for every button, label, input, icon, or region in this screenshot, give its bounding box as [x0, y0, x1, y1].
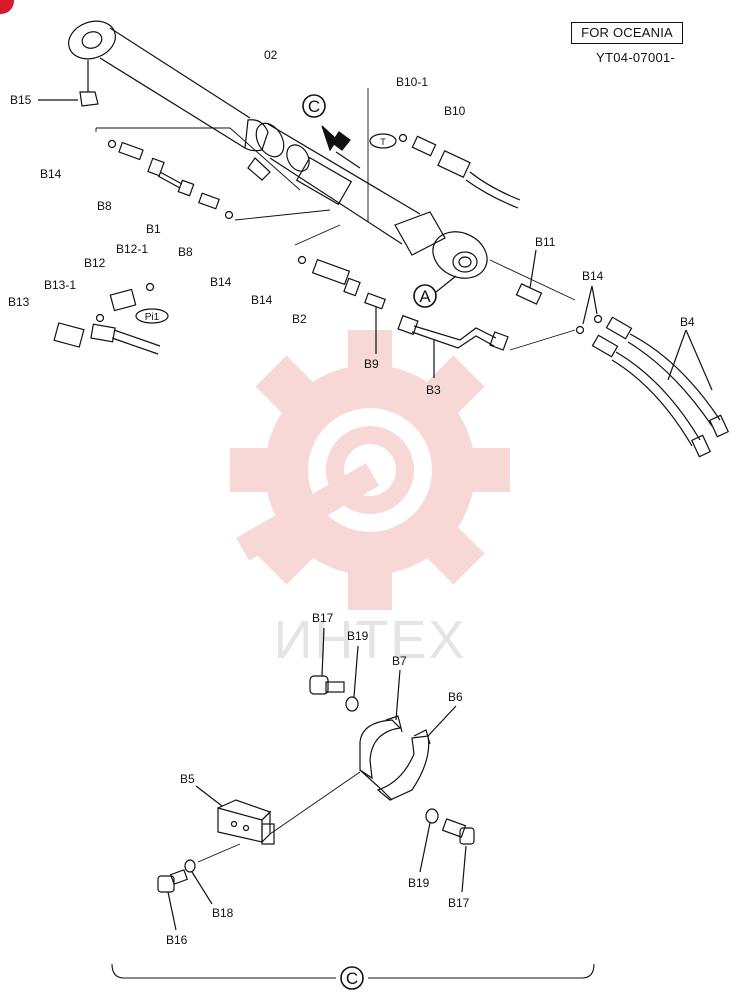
label-b14-a: B14: [40, 167, 62, 181]
fitting-b13: [53, 322, 85, 348]
label-b7: B7: [392, 654, 407, 668]
label-b5: B5: [180, 772, 195, 786]
hose-b4: [591, 316, 730, 458]
fitting-b11: [515, 283, 543, 305]
part-labels: 02 B15 B14 B8 B1 B8 B14 B12 B12-1 B13-1 …: [8, 48, 695, 947]
pipe-b3: [397, 314, 509, 351]
pipe-b1: [147, 157, 195, 197]
label-b17-b: B17: [448, 896, 470, 910]
label-b12: B12: [84, 256, 106, 270]
serial-number: YT04-07001-: [596, 50, 676, 65]
watermark-text: ИНТЕХ: [274, 610, 467, 670]
marker-c-bottom: C: [346, 969, 358, 988]
label-b8-a: B8: [97, 199, 112, 213]
label-b14-d: B14: [251, 293, 273, 307]
marker-a: A: [419, 287, 431, 306]
fitting-b2: [311, 258, 361, 297]
label-b19-b: B19: [408, 876, 430, 890]
label-b4: B4: [680, 315, 695, 329]
fitting-b9: [364, 292, 386, 310]
fitting-b12: [109, 288, 137, 312]
hose-b10: [437, 150, 521, 209]
bolt-b16: [157, 869, 189, 893]
label-b9: B9: [364, 357, 379, 371]
marker-pi1: Pi1: [145, 312, 160, 323]
label-b13: B13: [8, 295, 30, 309]
label-b10-1: B10-1: [396, 75, 428, 89]
label-b15: B15: [10, 93, 32, 107]
label-b10: B10: [444, 104, 466, 118]
callout-markers: C A C T Pi1: [145, 97, 432, 988]
marker-t: T: [380, 137, 386, 147]
block-b5: [217, 799, 275, 845]
label-b18: B18: [212, 906, 234, 920]
label-b17-a: B17: [312, 611, 334, 625]
fitting-b8-a: [118, 141, 144, 161]
clamp-b6-b7: [359, 715, 431, 801]
label-b8-b: B8: [178, 245, 193, 259]
label-b11: B11: [535, 235, 556, 249]
label-b3: B3: [426, 383, 441, 397]
label-b13-1: B13-1: [44, 278, 76, 292]
bolt-b17-a: [309, 675, 345, 695]
elbow-fitting-b15: [79, 60, 99, 107]
label-b14-b: B14: [210, 275, 232, 289]
label-b12-1: B12-1: [116, 242, 148, 256]
label-b19-a: B19: [347, 629, 369, 643]
label-b6: B6: [448, 690, 463, 704]
label-b16: B16: [166, 933, 188, 947]
bolt-b17-b: [441, 818, 475, 845]
fitting-b10: [411, 135, 437, 157]
region-label: FOR OCEANIA: [571, 22, 683, 44]
cylinder-assembly: [68, 20, 488, 279]
fitting-b8-b: [198, 192, 220, 210]
watermark-gear-icon: [230, 330, 510, 610]
hose-pi1: [90, 323, 161, 355]
label-b1: B1: [146, 222, 161, 236]
label-b2: B2: [292, 312, 307, 326]
label-b14-c: B14: [582, 269, 604, 283]
marker-c-top: C: [308, 97, 320, 116]
label-02: 02: [264, 48, 278, 62]
